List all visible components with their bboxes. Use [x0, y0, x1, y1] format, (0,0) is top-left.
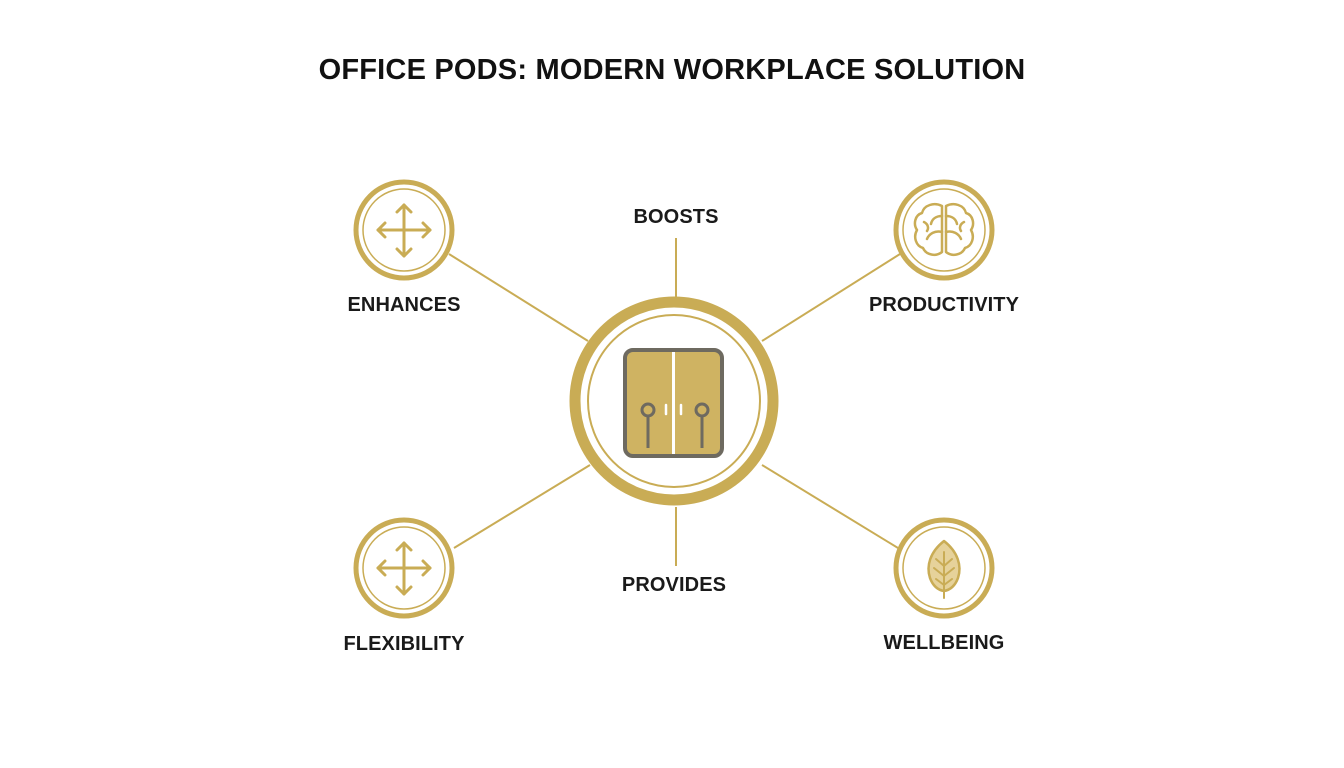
connector-line-flexibility: [453, 464, 591, 549]
node-label-wellbeing: WELLBEING: [883, 632, 1005, 654]
node-flexibility: [353, 517, 455, 619]
leaf-icon: [927, 539, 961, 599]
connector-lines: [448, 238, 901, 566]
move-arrows-icon: [376, 203, 432, 258]
office-pod-door-icon: [623, 348, 724, 458]
connector-line-productivity: [761, 253, 901, 342]
brain-icon: [913, 203, 975, 257]
node-label-flexibility: FLEXIBILITY: [343, 633, 465, 655]
node-enhances: [353, 179, 455, 281]
connector-line-enhances: [448, 253, 589, 342]
connector-line-wellbeing: [761, 464, 899, 549]
connector-label-boosts: BOOSTS: [633, 206, 719, 228]
connector-label-provides: PROVIDES: [621, 574, 727, 596]
node-label-enhances: ENHANCES: [347, 294, 461, 316]
diagram-title: OFFICE PODS: MODERN WORKPLACE SOLUTION: [318, 54, 1026, 86]
move-arrows-icon: [376, 541, 432, 596]
node-wellbeing: [893, 517, 995, 619]
center-hub: [569, 296, 779, 506]
node-productivity: [893, 179, 995, 281]
node-label-productivity: PRODUCTIVITY: [868, 294, 1020, 316]
